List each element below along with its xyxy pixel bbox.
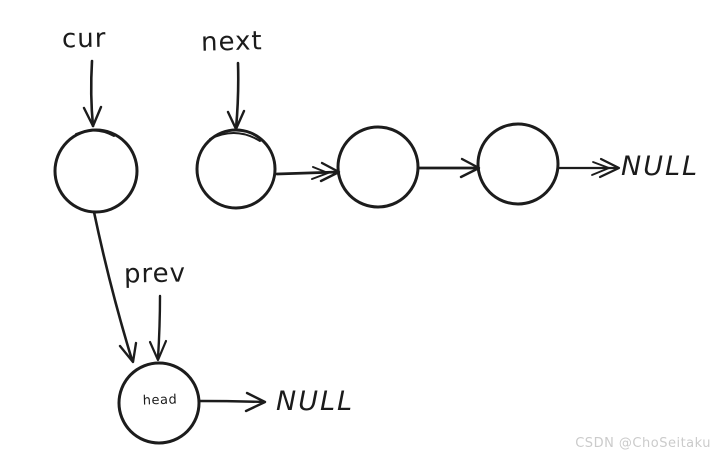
null-arrow-top-head-2	[591, 161, 610, 176]
cur-label: cur	[61, 23, 107, 55]
prev-pointer-arrow-shaft	[156, 294, 162, 360]
prev-label: prev	[123, 258, 187, 290]
next-pointer-arrow-head	[226, 109, 246, 131]
cur-node-circle	[53, 128, 139, 214]
next-pointer-arrow-shaft	[234, 61, 240, 131]
cur-pointer-arrow-shaft	[89, 59, 95, 128]
link-arrow-1-head	[319, 161, 341, 183]
cur-to-head-arrow-head	[118, 341, 138, 364]
list-node-1-circle	[195, 128, 277, 210]
null-arrow-top-head	[598, 157, 621, 179]
list-node-3-circle	[476, 122, 560, 206]
link-arrow-1-shaft	[275, 170, 340, 176]
next-label: next	[200, 26, 263, 58]
list-node-2-circle	[336, 125, 420, 209]
null-label-top: NULL	[621, 151, 700, 182]
prev-pointer-arrow-head	[148, 339, 168, 362]
link-arrow-2-head	[459, 157, 481, 179]
watermark: CSDN @ChoSeitaku	[575, 436, 711, 451]
head-node-label: head	[142, 392, 178, 409]
cur-node-sketch-stroke	[75, 129, 115, 137]
head-node-circle	[117, 361, 201, 445]
null-arrow-bottom-head	[244, 391, 267, 413]
link-arrow-1-head-2	[311, 166, 329, 180]
null-arrow-bottom-shaft	[197, 399, 266, 404]
list-node-1-sketch-stroke	[209, 132, 261, 142]
cur-pointer-arrow-head	[82, 105, 103, 128]
cur-to-head-arrow-shaft	[92, 210, 134, 362]
null-label-bottom: NULL	[276, 386, 355, 417]
